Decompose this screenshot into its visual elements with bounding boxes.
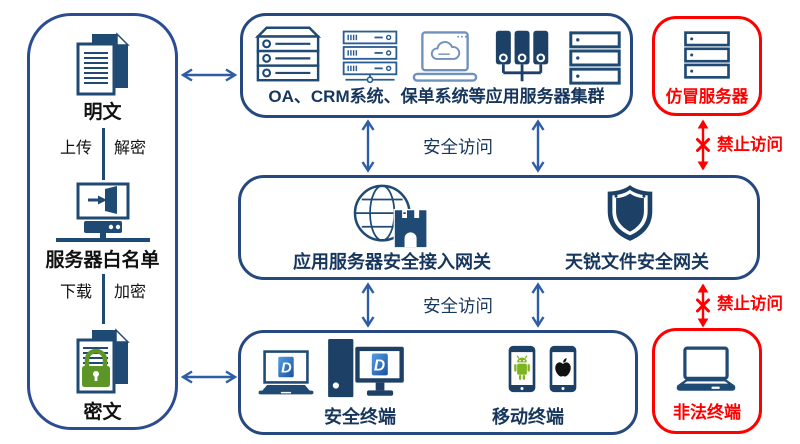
binders-network-icon	[495, 30, 549, 82]
ciphertext-label: 密文	[83, 402, 122, 423]
decrypt-label: 解密	[114, 140, 147, 157]
secure-terminal-label: 安全终端	[324, 407, 396, 427]
whitelist-label: 服务器白名单	[45, 250, 160, 271]
h-double-arrow-bottom-icon	[180, 370, 238, 384]
fake-server-label: 仿冒服务器	[665, 88, 749, 106]
gateway-box: 应用服务器安全接入网关 天锐文件安全网关	[238, 175, 760, 280]
server-rack-icon	[342, 30, 398, 84]
fake-server-box: 仿冒服务器	[652, 16, 762, 116]
deny-x-arrow-bottom-icon	[696, 283, 710, 328]
v-double-arrow-icon	[531, 282, 545, 328]
laptop-cloud-icon	[412, 31, 478, 82]
laptop-d-terminal-icon: D	[258, 350, 314, 395]
plaintext-document-icon	[76, 32, 130, 96]
whitelist-server-icon	[56, 182, 150, 242]
fake-server-icon	[684, 31, 730, 79]
deny-x-arrow-top-icon	[696, 119, 710, 171]
d-logo: D	[374, 357, 385, 374]
v-double-arrow-icon	[531, 119, 545, 173]
app-server-cluster-box: OA、CRM系统、保单系统等应用服务器集群	[240, 13, 633, 118]
ciphertext-lock-document-icon	[76, 328, 130, 394]
v-double-arrow-icon	[361, 119, 375, 173]
file-gateway-label: 天锐文件安全网关	[565, 252, 709, 272]
encrypt-label: 加密	[114, 284, 147, 301]
illegal-terminal-box: 非法终端	[652, 328, 762, 434]
app-cluster-label: OA、CRM系统、保单系统等应用服务器集群	[268, 87, 605, 106]
download-encrypt-connector	[102, 274, 105, 324]
mobile-terminal-label: 移动终端	[492, 407, 564, 427]
access-gateway-label: 应用服务器安全接入网关	[293, 252, 491, 272]
server-stack-icon	[569, 31, 621, 85]
deny-access-bottom-label: 禁止访问	[717, 295, 783, 313]
download-label: 下载	[59, 284, 92, 301]
v-double-arrow-icon	[361, 282, 375, 328]
secure-access-bottom-label: 安全访问	[423, 296, 493, 316]
illegal-terminal-label: 非法终端	[673, 403, 741, 422]
upload-decrypt-connector	[102, 128, 105, 180]
deny-access-top-label: 禁止访问	[717, 136, 783, 154]
server-3d-icon	[254, 26, 322, 82]
terminal-box: D D 安全终端	[238, 330, 638, 435]
desktop-d-terminal-icon: D	[328, 338, 404, 398]
shield-icon	[607, 185, 653, 241]
apple-phone-icon	[549, 345, 577, 393]
globe-castle-gateway-icon	[353, 184, 428, 249]
encryption-flow-panel: 明文 上传 解密 服务器白名单 下载 加密	[27, 13, 178, 430]
d-logo: D	[281, 361, 292, 377]
android-phone-icon	[508, 345, 536, 393]
upload-label: 上传	[59, 140, 92, 157]
plaintext-label: 明文	[83, 102, 122, 123]
h-double-arrow-top-icon	[180, 68, 238, 82]
illegal-laptop-icon	[676, 346, 736, 391]
secure-access-top-label: 安全访问	[423, 137, 493, 157]
